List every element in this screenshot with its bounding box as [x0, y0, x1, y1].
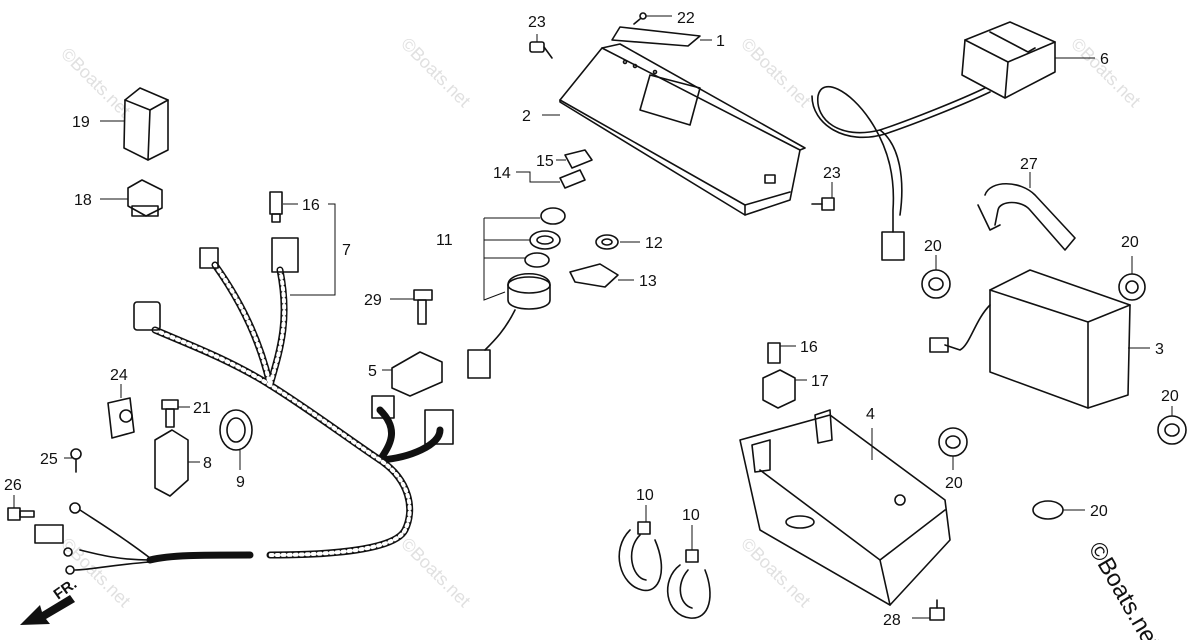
part-4-battery-tray	[739, 409, 951, 606]
part-10-clamp	[666, 525, 711, 619]
callout-23: 23	[528, 14, 546, 31]
callout-11: 11	[436, 232, 453, 249]
watermark: ©Boats.net	[737, 534, 814, 611]
part-16-fuse	[269, 191, 298, 223]
watermarks: ©Boats.net ©Boats.net ©Boats.net ©Boats.…	[57, 34, 1144, 611]
callout-21: 21	[193, 400, 211, 417]
front-direction-arrow: FR.	[20, 575, 80, 625]
callout-20: 20	[1121, 234, 1139, 251]
part-1-cover-plate	[611, 26, 712, 47]
callout-12: 12	[645, 235, 663, 252]
watermark: ©Boats.net	[397, 34, 474, 111]
part-25-bolt	[64, 448, 82, 473]
callout-16-lower: 16	[800, 339, 818, 356]
part-3-battery	[929, 269, 1150, 409]
part-22-screw	[633, 12, 672, 25]
callout-20-washer: 20	[1090, 503, 1108, 520]
part-21-bolt	[161, 399, 190, 428]
direction-label: FR.	[51, 575, 81, 603]
callout-27: 27	[1020, 156, 1038, 173]
callout-2: 2	[522, 108, 531, 125]
part-13-bracket	[569, 263, 634, 288]
brand-mark: ©Boats.net	[1083, 538, 1166, 640]
callout-14: 14	[493, 165, 511, 182]
part-18-relay	[100, 179, 163, 217]
callout-19: 19	[72, 114, 90, 131]
part-2-housing	[542, 43, 806, 216]
callout-1: 1	[716, 33, 725, 50]
part-5-connector	[382, 351, 443, 397]
watermark: ©Boats.net	[737, 34, 814, 111]
part-10-clamp	[618, 505, 663, 592]
callout-3: 3	[1155, 341, 1164, 358]
callout-15: 15	[536, 153, 554, 170]
callout-18: 18	[74, 192, 92, 209]
callout-20: 20	[945, 475, 963, 492]
part-8-bracket	[154, 429, 200, 497]
callout-22: 22	[677, 10, 695, 27]
callout-20: 20	[924, 238, 942, 255]
part-7-wire-harness	[34, 237, 454, 575]
callout-20: 20	[1161, 388, 1179, 405]
part-16-fuse-lower	[767, 342, 796, 364]
part-29-bolt	[390, 289, 433, 325]
callout-29: 29	[364, 292, 382, 309]
callout-28: 28	[883, 612, 901, 629]
watermark: ©Boats.net	[57, 44, 134, 121]
part-23-bolt-right	[811, 182, 835, 211]
part-19-relay	[100, 87, 169, 161]
part-20-grommet	[921, 255, 951, 299]
part-20-grommet	[1157, 406, 1187, 445]
callout-13: 13	[639, 273, 657, 290]
callouts: 23 22 1 6 2 19 15 14 27 23 16 18 7 11 12…	[4, 10, 1179, 629]
part-23-bolt	[529, 34, 553, 59]
part-14-key-set	[516, 169, 586, 189]
callout-4: 4	[866, 406, 875, 423]
callout-9: 9	[236, 474, 245, 491]
part-6-regulator	[811, 21, 1095, 261]
part-15-key	[556, 149, 593, 169]
callout-17: 17	[811, 373, 829, 390]
part-12-grommet	[595, 234, 640, 250]
part-26-bolt	[7, 495, 35, 521]
callout-26: 26	[4, 477, 22, 494]
part-24-clamp	[107, 384, 135, 439]
part-11-ignition-switch	[467, 207, 566, 379]
watermark: ©Boats.net	[1067, 34, 1144, 111]
part-27-strap	[977, 172, 1076, 251]
callout-8: 8	[203, 455, 212, 472]
callout-24: 24	[110, 367, 128, 384]
part-20-grommet	[1118, 256, 1146, 301]
callout-5: 5	[368, 363, 377, 380]
callout-10: 10	[682, 507, 700, 524]
part-28-bolt	[912, 599, 945, 621]
callout-16: 16	[302, 197, 320, 214]
callout-23-right: 23	[823, 165, 841, 182]
watermark: ©Boats.net	[397, 534, 474, 611]
part-20-washer	[1032, 500, 1085, 520]
part-20-grommet	[938, 427, 968, 470]
leader-7	[290, 203, 336, 296]
callout-7: 7	[342, 242, 351, 259]
callout-6: 6	[1100, 51, 1109, 68]
part-17-fuse-box	[762, 369, 807, 409]
callout-25: 25	[40, 451, 58, 468]
part-9-clamp	[219, 409, 253, 470]
callout-10: 10	[636, 487, 654, 504]
